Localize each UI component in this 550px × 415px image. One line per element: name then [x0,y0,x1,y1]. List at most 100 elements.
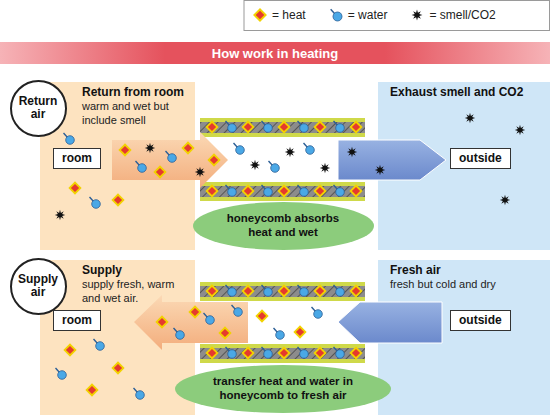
panel-heading: Supply [82,263,191,277]
particle-icons [55,113,525,400]
smell-icon [250,160,260,170]
water-icon [330,9,341,21]
fresh-flow-arrow [338,302,442,343]
process-ellipse: honeycomb absorbs heat and wet [193,202,374,250]
legend-text: = heat [272,8,306,22]
water-icon [226,185,237,196]
title-text: How work in heating [212,46,338,61]
water-icon [204,313,215,324]
heat-icon [113,195,124,206]
legend: = heat = water = smell/CO2 [252,7,496,23]
heat-icon [207,286,218,297]
water-icon [232,305,243,316]
room-box: room [53,148,101,169]
badge-label: Return air [16,95,60,120]
heat-icon [351,122,362,133]
heat-icon [209,155,220,166]
heat-icon [351,286,362,297]
room-box: room [53,310,101,331]
process-ellipse: transfer heat and water in honeycomb to … [175,365,391,413]
smell-icon [285,147,295,157]
smell-icon [465,113,475,123]
heat-icon [257,311,268,322]
heat-icon [315,286,326,297]
heat-icon [243,186,254,197]
water-icon [304,143,315,154]
panel-heading: Fresh air [390,263,546,277]
process-label: honeycomb absorbs heat and wet [223,212,343,240]
smell-icon [55,210,65,220]
return-flow-arrow [112,132,228,188]
legend-entry: = smell/CO2 [409,7,495,23]
water-icon [298,121,309,132]
box-label: outside [459,313,502,327]
heat-icon [351,186,362,197]
smell-icon [500,195,510,205]
heat-icon [315,186,326,197]
heat-icon [279,348,290,359]
heat-icon [207,348,218,359]
water-icon [262,185,273,196]
smell-icon [515,125,525,135]
heat-icon [279,186,290,197]
heat-icon [120,145,131,156]
heat-icon [315,122,326,133]
process-label: transfer heat and water in honeycomb to … [211,375,356,403]
heat-icon [243,348,254,359]
water-icon [56,368,67,379]
water-icon [262,121,273,132]
badge-label: Supply air [16,273,60,298]
section-badge: Supply air [10,258,67,315]
exhaust-flow-arrow [338,140,446,180]
water-icon [262,285,273,296]
water-icon [298,285,309,296]
box-label: outside [459,151,502,165]
heat-icon [157,317,168,328]
heat-icon [207,122,218,133]
water-icon [334,185,345,196]
water-icon [226,285,237,296]
box-label: room [62,313,92,327]
water-icon [226,121,237,132]
outside-box: outside [450,148,511,169]
room-panel: Return from roomwarm and wet but include… [40,82,195,250]
heat-icon [295,327,306,338]
water-icon [94,339,105,350]
legend-frame [244,1,550,31]
heat-icon [220,328,231,339]
panel-heading: Return from room [82,85,191,99]
water-icon [334,121,345,132]
outside-panel: Exhaust smell and CO2outside [378,82,550,250]
smell-icon [145,143,155,153]
smell-icon [347,147,357,157]
section-badge: Return air [10,80,67,137]
water-icon [298,185,309,196]
heat-icon [243,286,254,297]
heat-icon [190,307,201,318]
title-strip: How work in heating [0,42,550,64]
legend-entry: = water [328,7,388,23]
smell-icon [412,10,423,21]
water-icon [226,347,237,358]
legend-swatch [328,7,344,23]
water-icon [166,151,177,162]
heat-icon [155,167,166,178]
heat-icon [315,348,326,359]
legend-text: = water [348,8,388,22]
water-icon [298,347,309,358]
water-icon [234,143,245,154]
heat-icon [70,183,81,194]
heat-icon [351,348,362,359]
outside-box: outside [450,310,511,331]
water-icon [274,328,285,339]
heat-icon [279,286,290,297]
water-icon [334,285,345,296]
water-icon [134,388,145,399]
heat-icon [113,363,124,374]
water-icon [136,161,147,172]
water-icon [312,307,323,318]
heat-icon [207,186,218,197]
water-icon [90,197,101,208]
smell-icon [320,163,330,173]
supply-flow-arrow [134,295,248,350]
